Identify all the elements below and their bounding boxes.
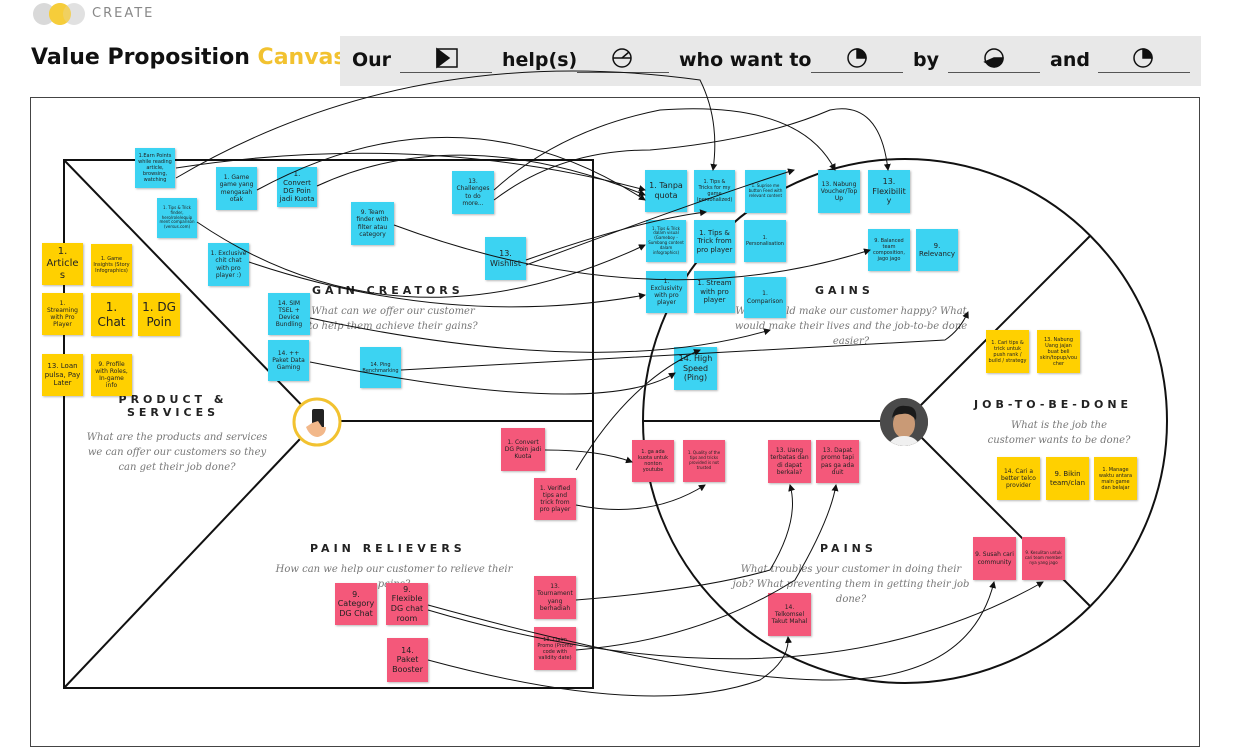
sticky-note[interactable]: 9. Flexible DG chat room: [386, 583, 428, 625]
statement-who-want-to: who want to: [679, 49, 812, 71]
sticky-note[interactable]: 1. Tips & Trick from pro player: [694, 220, 735, 263]
sticky-note[interactable]: 9. Category DG Chat: [335, 583, 377, 625]
sticky-note[interactable]: 1. Tanpa quota: [645, 170, 687, 212]
statement-blank-job[interactable]: [811, 72, 903, 73]
gain-creators-heading: GAIN CREATORS: [312, 284, 464, 297]
create-logo-icon: [33, 3, 85, 25]
sticky-note[interactable]: 1. Exclusivity with pro player: [646, 271, 687, 313]
sticky-note[interactable]: 1. Chat: [91, 293, 132, 336]
statement-helps: help(s): [502, 49, 578, 71]
sticky-note[interactable]: 1. Convert DG Poin jadi Kuota: [277, 167, 317, 207]
sticky-note[interactable]: 14. Telkomsel Takut Mahal: [768, 593, 811, 636]
sticky-note[interactable]: 9. Balanced team composition, jago jago: [868, 229, 910, 271]
phone-hand-icon: [292, 397, 342, 447]
title-main: Value Proposition: [31, 45, 250, 70]
sticky-note[interactable]: 13. Challenges to do more...: [452, 171, 494, 214]
customer-circle-icon: [612, 48, 632, 68]
sticky-note[interactable]: 1. Tips & Trick dalam visual (Gameboy - …: [646, 220, 686, 262]
customer-profile-diagonal-top: [904, 235, 1091, 422]
sticky-note[interactable]: 9. Team finder with filter atau category: [351, 202, 394, 245]
statement-our: Our: [352, 49, 392, 71]
sticky-note[interactable]: 13. Loan pulsa, Pay Later: [42, 354, 83, 396]
sticky-note[interactable]: 9. Bikin team/clan: [1046, 457, 1089, 500]
sticky-note[interactable]: 1. Quality of the tips and tricks provid…: [683, 440, 725, 482]
create-label: CREATE: [92, 6, 155, 21]
gain-circle-icon: [1133, 48, 1153, 68]
sticky-note[interactable]: 13. Claim Promo (Promo code with validit…: [534, 627, 576, 670]
job-heading: JOB-TO-BE-DONE: [974, 398, 1133, 411]
sticky-note[interactable]: 1. Streaming with Pro Player: [42, 293, 83, 335]
gains-question: What would make our customer happy? What…: [734, 306, 968, 347]
statement-and: and: [1050, 49, 1090, 71]
sticky-note[interactable]: 1. Articles: [42, 243, 83, 285]
sticky-note[interactable]: 1. Suprise me button Feed with relevant …: [745, 170, 786, 213]
sticky-note[interactable]: 13. Nabung Voucher/Top Up: [818, 170, 860, 213]
value-map-diagonal-bottom: [63, 420, 318, 689]
customer-avatar: [880, 398, 928, 446]
pains-question: What troubles your customer in doing the…: [732, 564, 970, 605]
page-title: Value Proposition Canvas: [31, 45, 346, 70]
title-accent: Canvas: [257, 45, 347, 70]
sticky-note[interactable]: 1. Comparison: [744, 277, 786, 318]
value-statement-bar: [340, 36, 1201, 86]
sticky-note[interactable]: 1. Tips & Tricks for my game (personaliz…: [694, 170, 735, 212]
sticky-note[interactable]: 14. Paket Booster: [387, 638, 428, 682]
sticky-note[interactable]: 1. Game game yang mengasah otak: [216, 167, 257, 210]
statement-by: by: [913, 49, 939, 71]
sticky-note[interactable]: 1. Convert DG Poin jadi Kuota: [501, 428, 545, 471]
product-square-icon: [436, 47, 458, 69]
sticky-note[interactable]: 1. ga ada kuota untuk nonton youtube: [632, 440, 674, 482]
sticky-note[interactable]: 13. Tournament yang berhadiah: [534, 576, 576, 619]
sticky-note[interactable]: 14. SIM TSEL + Device Bundling: [268, 293, 310, 335]
products-heading: PRODUCT & SERVICES: [118, 393, 228, 419]
sticky-note[interactable]: 9. Relevancy: [916, 229, 958, 271]
value-map-square: [63, 159, 594, 689]
statement-blank-products[interactable]: [400, 72, 492, 73]
canvas-frame: [30, 97, 1200, 747]
sticky-note[interactable]: 13. Flexibility: [868, 170, 910, 213]
statement-blank-gain[interactable]: [1098, 72, 1190, 73]
sticky-note[interactable]: 9. Susah cari community: [973, 537, 1016, 580]
sticky-note[interactable]: 13. Dapat promo tapi pas ga ada duit: [816, 440, 859, 483]
sticky-note[interactable]: 1. Exclusive chit chat with pro player :…: [208, 243, 249, 286]
pains-heading: PAINS: [820, 542, 877, 555]
job-circle-icon: [847, 48, 867, 68]
sticky-note[interactable]: 1. Cari tips & trick untuk push rank / b…: [986, 330, 1029, 373]
gains-heading: GAINS: [815, 284, 874, 297]
sticky-note[interactable]: 9. Profile with Roles, In-game info: [91, 354, 132, 396]
pain-circle-icon: [983, 48, 1004, 68]
sticky-note[interactable]: 1. DG Poin: [138, 293, 180, 336]
sticky-note[interactable]: 1. Game Insights (Story Infographics): [91, 244, 132, 286]
sticky-note[interactable]: 1. Verified tips and trick from pro play…: [534, 478, 576, 520]
sticky-note[interactable]: 14. Ping Benchmarking: [360, 347, 401, 388]
sticky-note[interactable]: 1. Tips & Trick finder, hero/role/equip …: [157, 198, 197, 238]
sticky-note[interactable]: 1.Earn Points while reading article, bro…: [135, 148, 175, 188]
products-question: What are the products and services we ca…: [86, 432, 268, 473]
sticky-note[interactable]: 1. Manage waktu antara main game dan bel…: [1094, 457, 1137, 500]
sticky-note[interactable]: 14. Cari a better telco provider: [997, 457, 1040, 500]
sticky-note[interactable]: 14. ++ Paket Data Gaming: [268, 340, 309, 381]
sticky-note[interactable]: 13. Uang terbatas dan di dapat berkala?: [768, 440, 811, 483]
person-icon: [880, 398, 928, 446]
statement-blank-pain[interactable]: [948, 72, 1040, 73]
sticky-note[interactable]: 1. Stream with pro player: [694, 271, 735, 313]
gain-creators-question: What can we offer our customer to help t…: [308, 306, 478, 332]
sticky-note[interactable]: 9. Kesulitan untuk cari team member nya …: [1022, 537, 1065, 580]
sticky-note[interactable]: 13. Nabung Uang jajan buat beli skin/top…: [1037, 330, 1080, 373]
sticky-note[interactable]: 1. Personalisation: [744, 220, 786, 262]
job-question: What is the job the customer wants to be…: [987, 420, 1131, 446]
pain-relievers-heading: PAIN RELIEVERS: [310, 542, 466, 555]
